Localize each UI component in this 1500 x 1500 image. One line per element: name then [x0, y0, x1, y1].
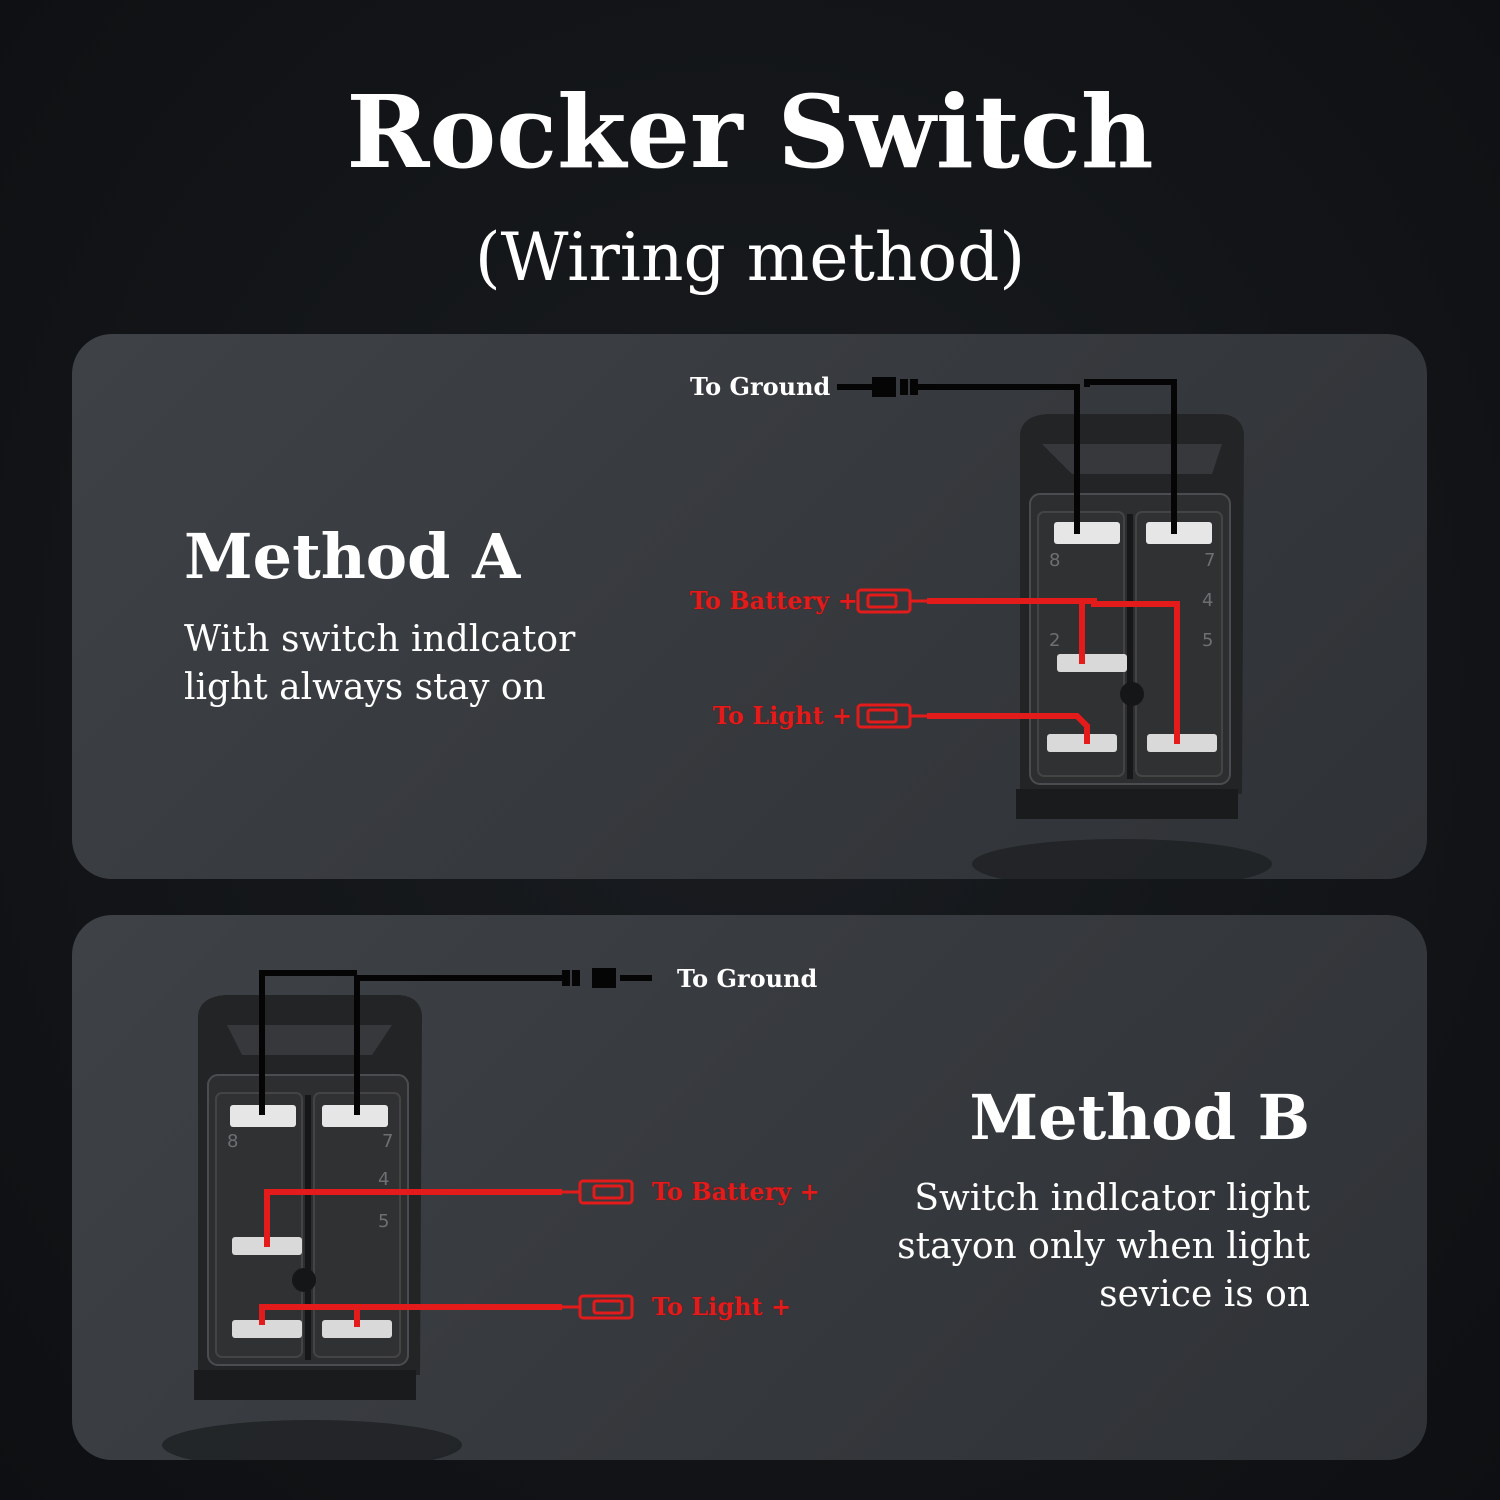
pin-number-8: 8	[1049, 550, 1060, 571]
method-b-title: Method B	[969, 1081, 1311, 1154]
terminal-7	[1146, 522, 1212, 544]
battery-wire	[927, 598, 1180, 744]
terminal-6	[1147, 734, 1217, 752]
switch-base	[194, 1370, 416, 1400]
pin-number-7: 7	[382, 1131, 393, 1152]
ground-connector	[872, 377, 896, 397]
light-wire	[259, 1304, 562, 1327]
pin-number-4: 4	[378, 1169, 389, 1190]
method-a-card: 8 7 4 2 5 Method A With switch indlcator…	[72, 334, 1427, 879]
terminal-3	[232, 1320, 302, 1338]
method-b-battery-label: To Battery +	[652, 1177, 820, 1206]
terminal-2	[1057, 654, 1127, 672]
terminal-8	[1054, 522, 1120, 544]
light-wire	[927, 713, 1090, 744]
method-b-wiring-diagram: 8 7 4 5	[162, 968, 652, 1460]
switch-base	[1016, 789, 1238, 819]
switch-shadow	[972, 839, 1272, 879]
method-b-description: Switch indlcator light stayon only when …	[897, 1175, 1310, 1319]
method-a-description-line: light always stay on	[184, 667, 546, 708]
method-a-light-label: To Light +	[713, 701, 853, 730]
pin-number-5: 5	[378, 1211, 389, 1232]
page-subtitle: (Wiring method)	[474, 219, 1026, 296]
switch-pivot	[292, 1268, 316, 1292]
page-title: Rocker Switch	[346, 73, 1154, 191]
ground-wire	[837, 379, 1177, 534]
method-b-ground-label: To Ground	[677, 964, 818, 993]
battery-connector	[856, 588, 928, 614]
method-a-description-line: With switch indlcator	[184, 619, 576, 660]
method-b-description-line: stayon only when light	[897, 1226, 1310, 1267]
terminal-3	[1047, 734, 1117, 752]
terminal-7	[322, 1105, 388, 1127]
method-a-description: With switch indlcator light always stay …	[184, 616, 575, 712]
method-a-wiring-diagram: 8 7 4 2 5	[837, 377, 1272, 879]
light-connector	[562, 1294, 634, 1320]
switch-rocker-highlight	[227, 1025, 392, 1055]
rocker-switch	[1016, 414, 1244, 819]
method-a-battery-label: To Battery +	[690, 586, 858, 615]
pin-number-4: 4	[1202, 590, 1213, 611]
pin-number-2: 2	[1049, 630, 1060, 651]
switch-pivot	[1120, 682, 1144, 706]
method-a-ground-label: To Ground	[690, 372, 831, 401]
ground-wire	[259, 970, 652, 1115]
method-b-card: 8 7 4 5 Method B Switch indlcator light …	[72, 915, 1427, 1460]
battery-connector	[562, 1179, 634, 1205]
method-b-description-line: sevice is on	[1099, 1274, 1310, 1315]
ground-connector	[592, 968, 616, 988]
method-b-light-label: To Light +	[652, 1292, 792, 1321]
terminal-6	[322, 1320, 392, 1338]
pin-number-5: 5	[1202, 630, 1213, 651]
light-connector	[856, 703, 928, 729]
switch-shadow	[162, 1420, 462, 1460]
method-b-description-line: Switch indlcator light	[914, 1178, 1310, 1219]
rocker-switch	[194, 995, 422, 1400]
terminal-8	[230, 1105, 296, 1127]
method-a-title: Method A	[184, 520, 521, 593]
switch-rocker-highlight	[1042, 444, 1222, 474]
pin-number-7: 7	[1204, 550, 1215, 571]
pin-number-8: 8	[227, 1131, 238, 1152]
battery-wire	[264, 1189, 562, 1247]
